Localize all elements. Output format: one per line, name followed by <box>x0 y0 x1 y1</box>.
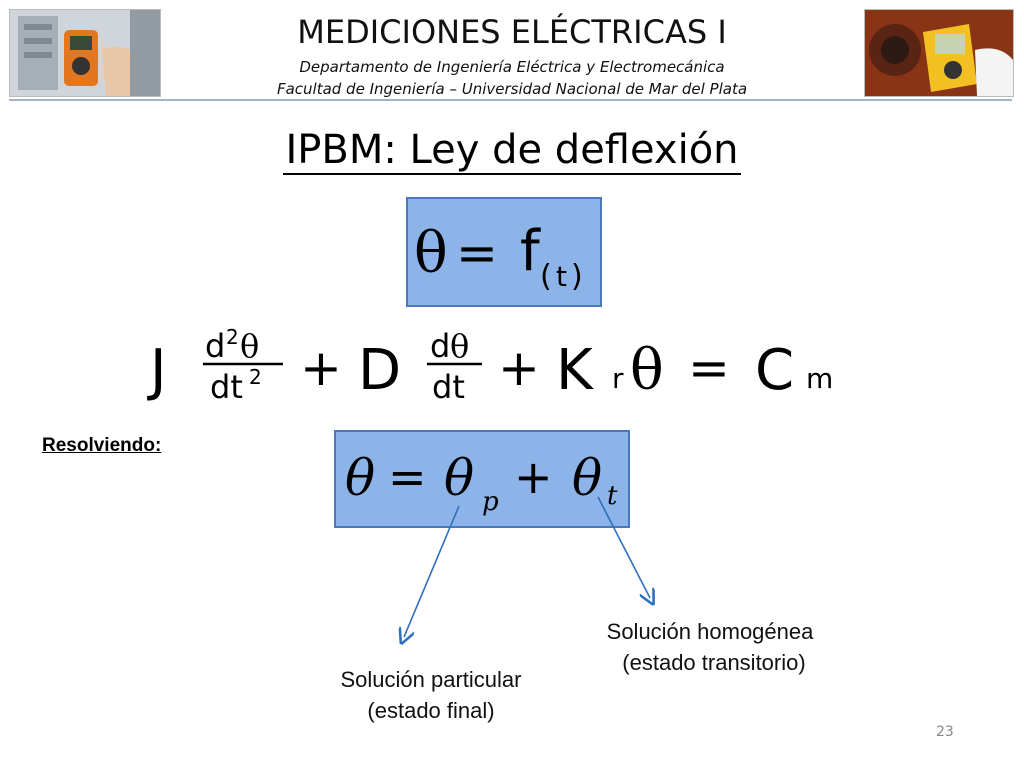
eq3-theta-t: θ <box>572 449 602 507</box>
eq1-f: f <box>520 219 541 284</box>
eq3-theta-p: θ <box>444 449 474 507</box>
multimeter-photo-right <box>864 9 1014 97</box>
eq1-paren-close: ) <box>571 259 583 294</box>
faculty-name: Facultad de Ingeniería – Universidad Nac… <box>276 80 748 98</box>
eq2-equals: = <box>688 339 730 397</box>
eq1-equals: = <box>456 224 498 282</box>
equation-box-solution <box>334 430 630 528</box>
eq2-exp-2b: 2 <box>249 365 262 389</box>
eq2-r: r <box>612 362 624 395</box>
eq2-C: C <box>755 338 794 403</box>
multimeter-photo-left <box>9 9 161 97</box>
eq1-theta: θ <box>414 221 448 286</box>
eq1-paren-open: ( <box>540 259 552 294</box>
eq2-m: m <box>806 362 833 395</box>
eq2-K: K <box>556 338 594 403</box>
particular-solution-line1: Solución particular <box>340 667 522 692</box>
eq2-dt-2: dt <box>432 368 465 406</box>
homogeneous-solution-note: Solución homogénea (estado transitorio) <box>572 616 848 678</box>
header-divider <box>9 99 1012 101</box>
arrow-to-particular <box>404 505 460 637</box>
course-title: MEDICIONES ELÉCTRICAS I <box>297 13 727 51</box>
slide-title: IPBM: Ley de deflexión <box>283 127 741 175</box>
eq2-d: d <box>205 327 225 365</box>
homogeneous-solution-line1: Solución homogénea <box>606 619 814 644</box>
eq2-exp-2: 2 <box>226 325 239 349</box>
eq3-theta: θ <box>345 449 375 507</box>
eq2-theta-num-2: θ <box>450 327 469 365</box>
equation-box-deflection <box>406 197 602 307</box>
resolving-label: Resolviendo: <box>42 435 162 456</box>
homogeneous-solution-line2: (estado transitorio) <box>622 650 806 675</box>
page-number: 23 <box>936 724 954 740</box>
equation-motion: J d 2 θ dt 2 + D d θ dt + K r θ = C m <box>147 325 833 406</box>
eq3-subscript-p: p <box>482 487 499 517</box>
eq3-subscript-t: t <box>607 481 618 511</box>
eq2-dt: dt <box>210 368 243 406</box>
eq3-equals: = <box>388 450 427 504</box>
eq2-theta: θ <box>630 338 664 403</box>
eq1-t: t <box>556 260 567 293</box>
eq3-plus: + <box>514 450 553 504</box>
multimeter-illustration-left <box>10 10 160 96</box>
eq2-D: D <box>358 338 401 403</box>
particular-solution-note: Solución particular (estado final) <box>300 664 562 726</box>
eq2-plus-1: + <box>300 339 342 397</box>
eq2-theta-num: θ <box>240 327 259 365</box>
eq2-J: J <box>147 338 167 403</box>
particular-solution-line2: (estado final) <box>367 698 495 723</box>
equation-deflection: θ = f ( t ) <box>414 219 583 294</box>
multimeter-illustration-right <box>865 10 1013 96</box>
arrow-to-homogeneous <box>597 496 650 598</box>
department-name: Departamento de Ingeniería Eléctrica y E… <box>299 58 725 76</box>
eq2-d-num: d <box>430 327 450 365</box>
equation-solution: θ = θ p + θ t <box>345 449 618 517</box>
eq2-plus-2: + <box>498 339 540 397</box>
